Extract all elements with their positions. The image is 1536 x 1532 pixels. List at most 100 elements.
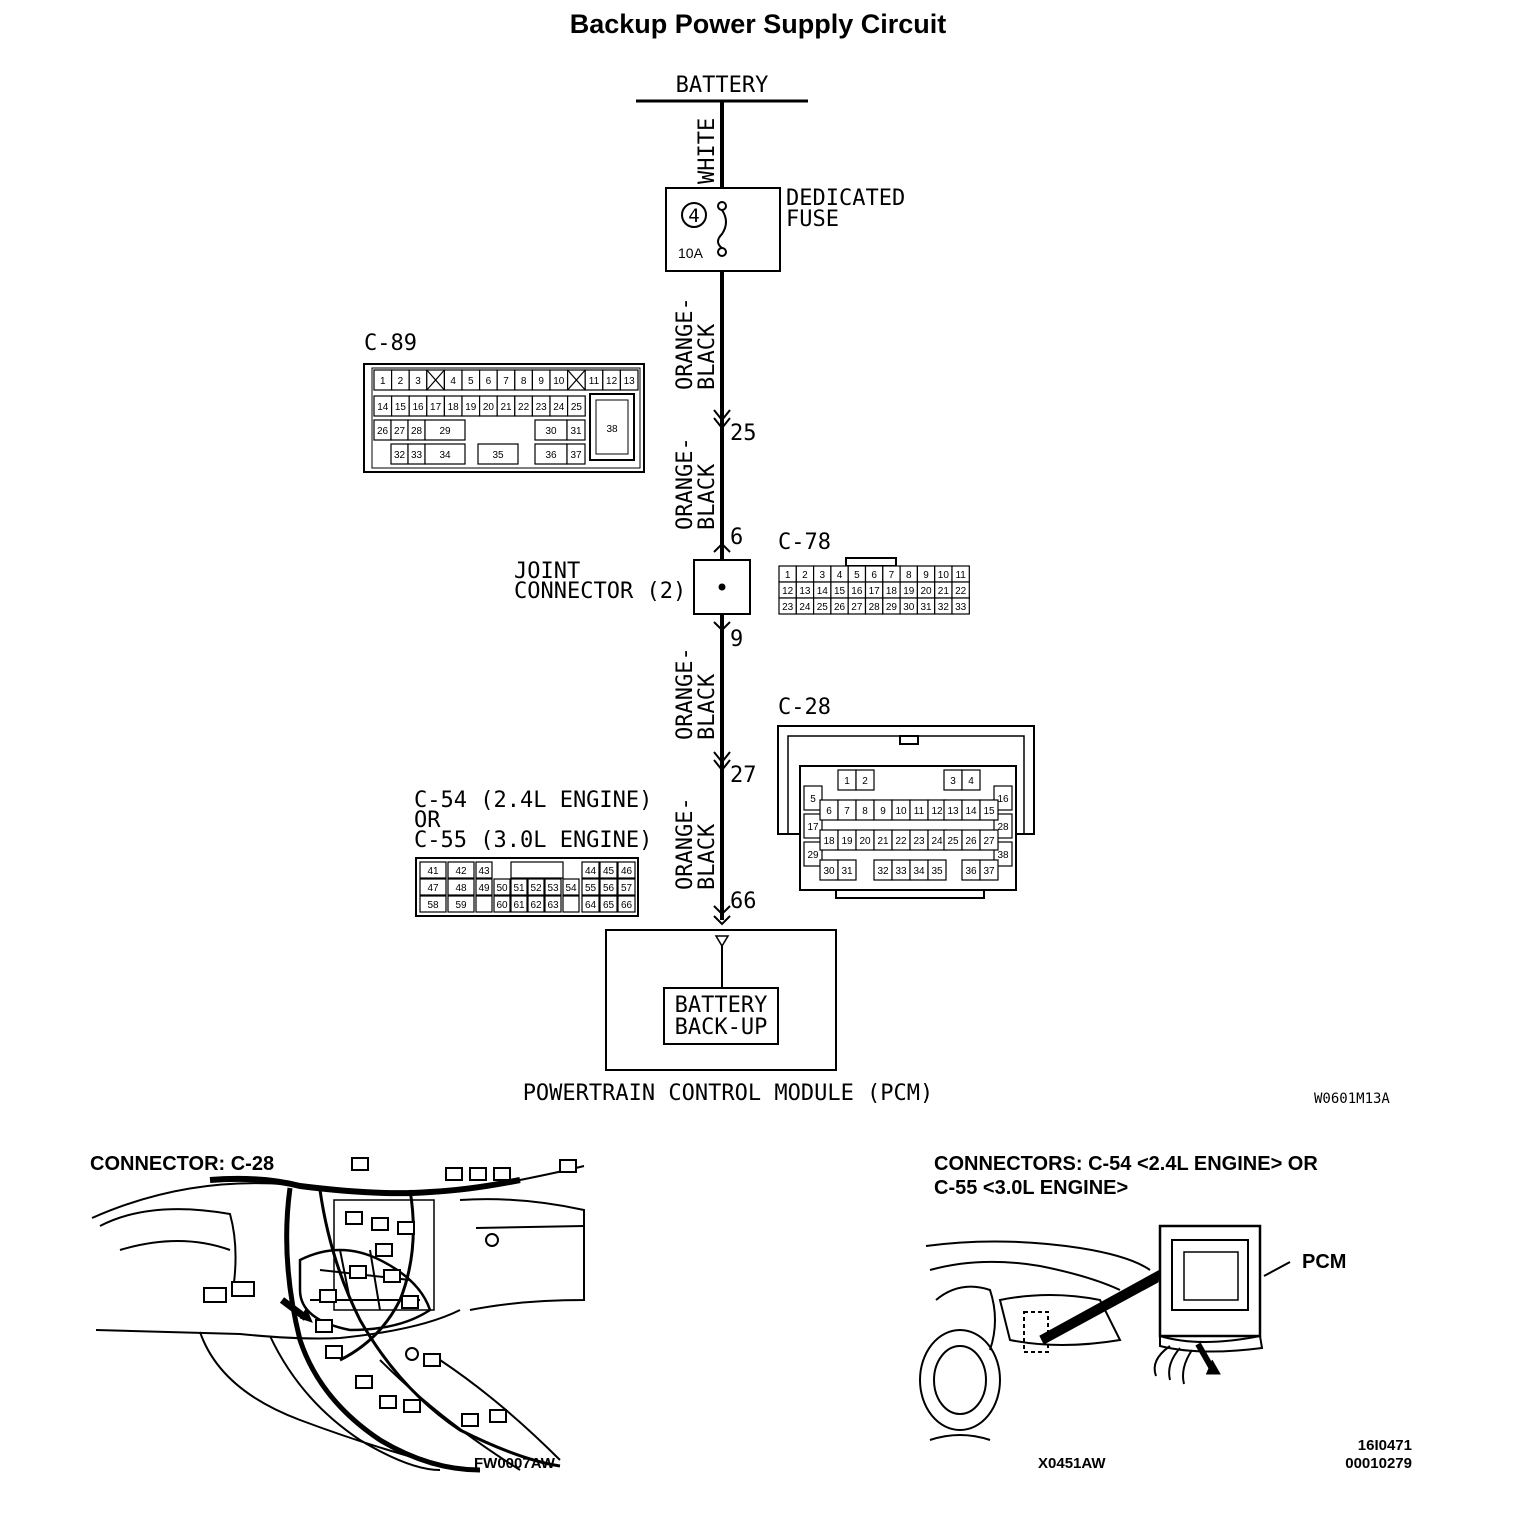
c78-pin-17: 17: [869, 586, 881, 597]
svg-text:BLACK: BLACK: [695, 463, 720, 530]
c78-pin-7: 7: [889, 570, 895, 581]
c28-pin-20: 20: [859, 836, 871, 847]
c89-pin-10: 10: [553, 376, 565, 387]
c28-pin-19: 19: [841, 836, 853, 847]
c54-pin-65: 65: [603, 900, 615, 911]
c89-pin-36: 36: [545, 450, 557, 461]
c78-pin-13: 13: [799, 586, 811, 597]
c54-location-code: X0451AW: [1038, 1455, 1106, 1472]
c54-pin-64-cell: [581, 895, 600, 913]
c28-pin-31: 31: [841, 866, 853, 877]
c28-pin-9: 9: [880, 806, 886, 817]
c89-pin-29-cell: [424, 419, 466, 441]
c89-pin-37: 37: [570, 450, 582, 461]
c28-pin-5: 5: [810, 794, 816, 805]
connector-mark-25: [713, 409, 731, 430]
c28-pin-23: 23: [913, 836, 925, 847]
c89-pin-19: 19: [465, 402, 477, 413]
c28-pin-27: 27: [983, 836, 995, 847]
c28-pin-2: 2: [862, 776, 868, 787]
c89-pin-26: 26: [377, 426, 389, 437]
c89-pin-2: 2: [398, 376, 404, 387]
joint-connector-label-1: JOINT: [514, 559, 580, 584]
c54-pin-54: 54: [565, 883, 577, 894]
joint-connector-box: [693, 559, 751, 615]
page-code-1: 16I0471: [1358, 1437, 1412, 1454]
c78-pin-8: 8: [906, 570, 912, 581]
svg-text:ORANGE-: ORANGE-: [673, 797, 698, 890]
c54-pin-41-cell: [419, 861, 447, 879]
c54-pin-64: 64: [585, 900, 597, 911]
c54-pin-59-cell: [447, 895, 475, 913]
c54-name-line2: OR: [414, 808, 441, 833]
svg-text:BLACK: BLACK: [695, 673, 720, 740]
pcm-callout-label: PCM: [1302, 1251, 1346, 1273]
c54-pin-61: 61: [513, 900, 525, 911]
c28-pin-28: 28: [997, 822, 1009, 833]
c28-pin-35: 35: [931, 866, 943, 877]
c89-pin-33: 33: [411, 450, 423, 461]
figure-code: W0601M13A: [1314, 1091, 1390, 1107]
c89-pin-16: 16: [412, 402, 424, 413]
c78-pin-10: 10: [938, 570, 950, 581]
c28-pin-15-cell: [979, 799, 999, 821]
c28-pin-33: 33: [895, 866, 907, 877]
c54-pin-48-cell: [447, 878, 475, 896]
c78-pin-3: 3: [819, 570, 825, 581]
svg-text:BLACK: BLACK: [695, 823, 720, 890]
c89-pin-blank-blank-mark: [426, 369, 445, 391]
c54-pin-59: 59: [455, 900, 467, 911]
c78-pin-9: 9: [923, 570, 929, 581]
c54-pin-66-cell: [617, 895, 636, 913]
c54-pin-52: 52: [530, 883, 542, 894]
c89-pin-13: 13: [624, 376, 636, 387]
c54-pin-60: 60: [496, 900, 508, 911]
c78-pin-33-cell: [951, 597, 970, 615]
connector-mark-66: [713, 905, 731, 926]
c54-pin-53: 53: [547, 883, 559, 894]
wire-color-label-2: ORANGE- BLACK: [673, 437, 720, 530]
c78-pin-16: 16: [851, 586, 863, 597]
c78-pin-18: 18: [886, 586, 898, 597]
connector-mark-6: [713, 542, 731, 553]
c89-pin-22: 22: [518, 402, 530, 413]
c89-pin-25: 25: [571, 402, 583, 413]
fuse-label-line2: FUSE: [786, 207, 839, 232]
c28-location-code: FW0007AW: [474, 1455, 556, 1472]
pin-27: 27: [730, 763, 757, 788]
c54-pin-63: 63: [547, 900, 559, 911]
c54-pin-43-cell: [475, 861, 493, 879]
c28-name: C-28: [778, 695, 831, 720]
c28-pin-31-cell: [837, 859, 857, 881]
c54-pin-63-cell: [544, 895, 562, 913]
c54-pin-blank-cell: [475, 895, 493, 913]
c78-pin-1: 1: [785, 570, 791, 581]
c28-location-illustration: [91, 1157, 585, 1473]
c89-pin-31-cell: [566, 419, 586, 441]
pin-9: 9: [730, 627, 743, 652]
c28-pin-10: 10: [895, 806, 907, 817]
c54-pin-62: 62: [530, 900, 542, 911]
pin-25: 25: [730, 421, 757, 446]
c54-pin-42-cell: [447, 861, 475, 879]
c89-pin-15: 15: [395, 402, 407, 413]
page-code-2: 00010279: [1345, 1455, 1412, 1472]
c89-pin-21: 21: [500, 402, 512, 413]
c54-pin-56: 56: [603, 883, 615, 894]
c78-pin-14: 14: [817, 586, 829, 597]
c89-pin-13-cell: [619, 369, 639, 391]
pin-6: 6: [730, 525, 743, 550]
c78-pin-11: 11: [955, 570, 966, 581]
c54-location-caption-line2: C-55 <3.0L ENGINE>: [934, 1177, 1128, 1199]
c28-pin-29-cell: [803, 841, 823, 867]
c28-pin-11: 11: [914, 806, 925, 817]
c54-pin-44: 44: [585, 866, 597, 877]
c78-pin-22: 22: [955, 586, 967, 597]
c78-pin-32: 32: [938, 602, 950, 613]
c28-location-caption: CONNECTOR: C-28: [90, 1153, 274, 1175]
c28-pin-22: 22: [895, 836, 907, 847]
c28-pin-7: 7: [844, 806, 850, 817]
c78-pin-19: 19: [903, 586, 915, 597]
